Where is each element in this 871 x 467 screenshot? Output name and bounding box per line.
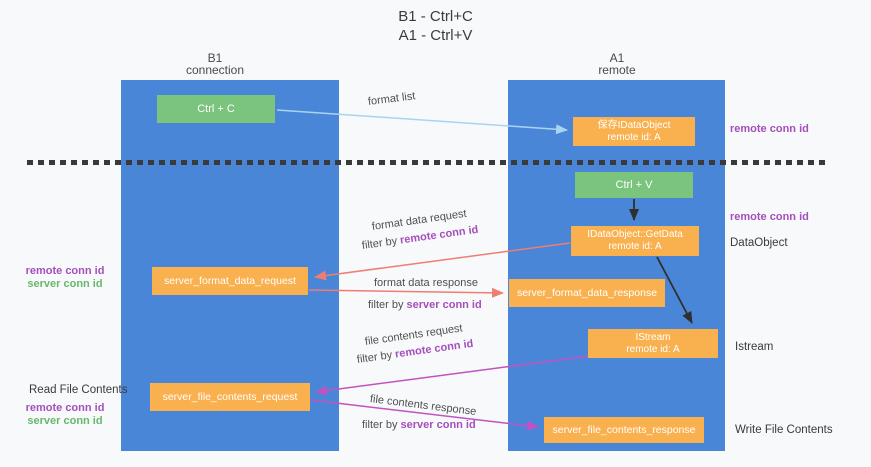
filter-by-text: filter by <box>356 348 396 366</box>
left-column-subtitle: connection <box>185 63 245 77</box>
right-column-header: A1 remote <box>537 52 697 76</box>
ctrl-v-box: Ctrl + V <box>575 172 693 198</box>
ctrl-v-label: Ctrl + V <box>615 179 653 191</box>
server-file-contents-response-label: server_file_contents_response <box>552 424 696 436</box>
format-data-response-label: format data response <box>374 277 478 289</box>
ctrl-c-box: Ctrl + C <box>157 95 275 123</box>
diagram-title-line2: A1 - Ctrl+V <box>398 27 473 44</box>
file-contents-response-label: file contents response <box>369 393 477 418</box>
server-format-data-response-box: server_format_data_response <box>509 279 665 307</box>
remote-conn-id-side-label-mid: remote conn id <box>730 211 809 223</box>
remote-conn-id-left-label: remote conn id <box>25 265 105 277</box>
server-format-data-request-label: server_format_data_request <box>164 275 296 287</box>
file-contents-response-filter-label: filter by server conn id <box>362 419 476 431</box>
server-format-data-request-box: server_format_data_request <box>152 267 308 295</box>
remote-conn-id-left-label: remote conn id <box>25 402 105 414</box>
diagram-title-line1: B1 - Ctrl+C <box>398 8 473 25</box>
format-list-label: format list <box>367 90 417 108</box>
server-conn-id-text: server conn id <box>406 299 482 311</box>
diagram-title: B1 - Ctrl+C A1 - Ctrl+V <box>0 7 871 45</box>
saved-dataobject-box: 保存IDataObject remote id: A <box>573 117 695 146</box>
filter-by-text: filter by <box>368 299 407 311</box>
left-conn-id-group-bottom: remote conn id server conn id <box>20 402 110 428</box>
istream-side-label: Istream <box>735 341 774 353</box>
server-conn-id-left-label: server conn id <box>27 278 103 290</box>
remote-conn-id-side-label-top: remote conn id <box>730 123 809 135</box>
left-conn-id-group-top: remote conn id server conn id <box>20 265 110 291</box>
right-column-name: A1 <box>609 51 625 65</box>
copy-paste-divider-line <box>27 160 830 165</box>
idataobject-getdata-box: IDataObject::GetData remote id: A <box>571 226 699 256</box>
istream-box: IStream remote id: A <box>588 329 718 358</box>
left-column-name: B1 <box>207 51 223 65</box>
ctrl-c-label: Ctrl + C <box>197 103 235 115</box>
left-column-header: B1 connection <box>135 52 295 76</box>
idataobject-getdata-line2: remote id: A <box>608 241 662 252</box>
server-format-data-response-label: server_format_data_response <box>516 287 658 299</box>
server-conn-id-left-label: server conn id <box>27 415 103 427</box>
filter-by-text: filter by <box>361 234 401 252</box>
idataobject-getdata-line1: IDataObject::GetData <box>587 229 683 240</box>
server-file-contents-request-label: server_file_contents_request <box>162 391 298 403</box>
server-file-contents-response-box: server_file_contents_response <box>544 417 704 443</box>
format-data-response-filter-label: filter by server conn id <box>368 299 482 311</box>
filter-by-text: filter by <box>362 419 401 431</box>
dataobject-side-label: DataObject <box>730 237 788 249</box>
saved-dataobject-line1: 保存IDataObject <box>597 119 671 131</box>
server-conn-id-text: server conn id <box>400 419 476 431</box>
saved-dataobject-line2: remote id: A <box>607 131 661 143</box>
server-file-contents-request-box: server_file_contents_request <box>150 383 310 411</box>
istream-line2: remote id: A <box>626 343 680 355</box>
write-file-contents-label: Write File Contents <box>735 424 833 436</box>
right-column-subtitle: remote <box>598 63 636 77</box>
read-file-contents-label: Read File Contents <box>29 384 128 396</box>
istream-line1: IStream <box>635 331 671 343</box>
